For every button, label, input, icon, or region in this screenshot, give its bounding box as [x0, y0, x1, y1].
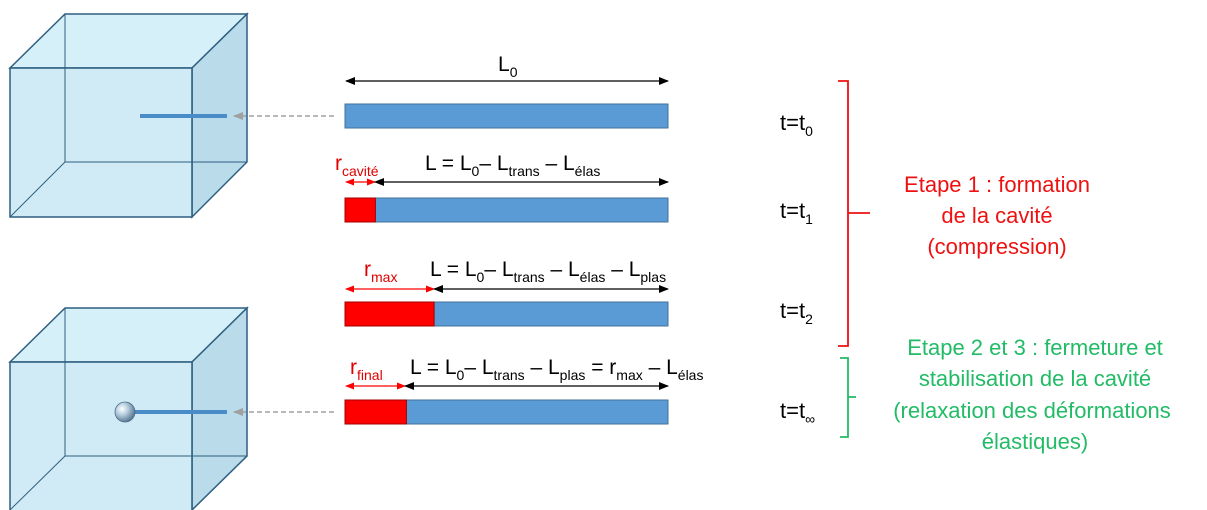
- cavity-sphere: [114, 401, 136, 423]
- step1-text: Etape 1 : formation de la cavité (compre…: [904, 172, 1090, 259]
- step1-line-3: (compression): [927, 234, 1066, 259]
- cavity-segment-row-1: [344, 197, 376, 223]
- step2-line-1: Etape 2 et 3 : fermeture et: [907, 335, 1163, 360]
- cube-bottom-front-face: [9, 361, 193, 510]
- step2-line-4: élastiques): [982, 429, 1088, 454]
- step2-text: Etape 2 et 3 : fermeture et stabilisatio…: [893, 335, 1171, 454]
- time-label-row-1: t=t1: [780, 198, 813, 227]
- equation-row-3: L = L0– Ltrans – Lplas = rmax – Lélas: [410, 356, 703, 383]
- equation-row-1: L = L0– Ltrans – Lélas: [425, 152, 600, 179]
- cube-bottom: [8, 306, 249, 510]
- cube-top-front-face: [9, 67, 193, 218]
- time-label-row-0: t=t0: [780, 110, 813, 139]
- time-labels: t=t0 t=t1 t=t2 t=t∞: [780, 110, 815, 427]
- cube-bottom-hidden-diagonal: [9, 455, 66, 510]
- radius-label-row-2: rmax: [364, 258, 397, 285]
- step1-line-1: Etape 1 : formation: [904, 172, 1090, 197]
- step1-line-2: de la cavité: [941, 203, 1052, 228]
- length-label-row-0: L0: [498, 53, 518, 80]
- cube-top-hidden-diagonal: [9, 161, 66, 218]
- cavity-segment-row-2: [344, 301, 435, 327]
- step2-line-3: (relaxation des déformations: [893, 398, 1171, 423]
- cube-top: [8, 12, 249, 219]
- time-label-row-3: t=t∞: [780, 398, 815, 427]
- bars-group: [344, 103, 669, 425]
- sample-bar-row-1: [344, 197, 669, 223]
- time-label-row-2: t=t2: [780, 298, 813, 327]
- equation-row-2: L = L0– Ltrans – Lélas – Lplas: [430, 258, 666, 285]
- step2-line-2: stabilisation de la cavité: [919, 366, 1151, 391]
- step1-brace: [838, 80, 870, 347]
- cavity-segment-row-3: [344, 399, 407, 425]
- sample-bar-row-0: [344, 103, 669, 129]
- step2-brace: [840, 357, 856, 438]
- annotations: L0 rcavité L = L0– Ltrans – Lélas rmax L…: [335, 53, 703, 390]
- radius-label-row-3: rfinal: [350, 356, 383, 383]
- radius-label-row-1: rcavité: [335, 152, 379, 179]
